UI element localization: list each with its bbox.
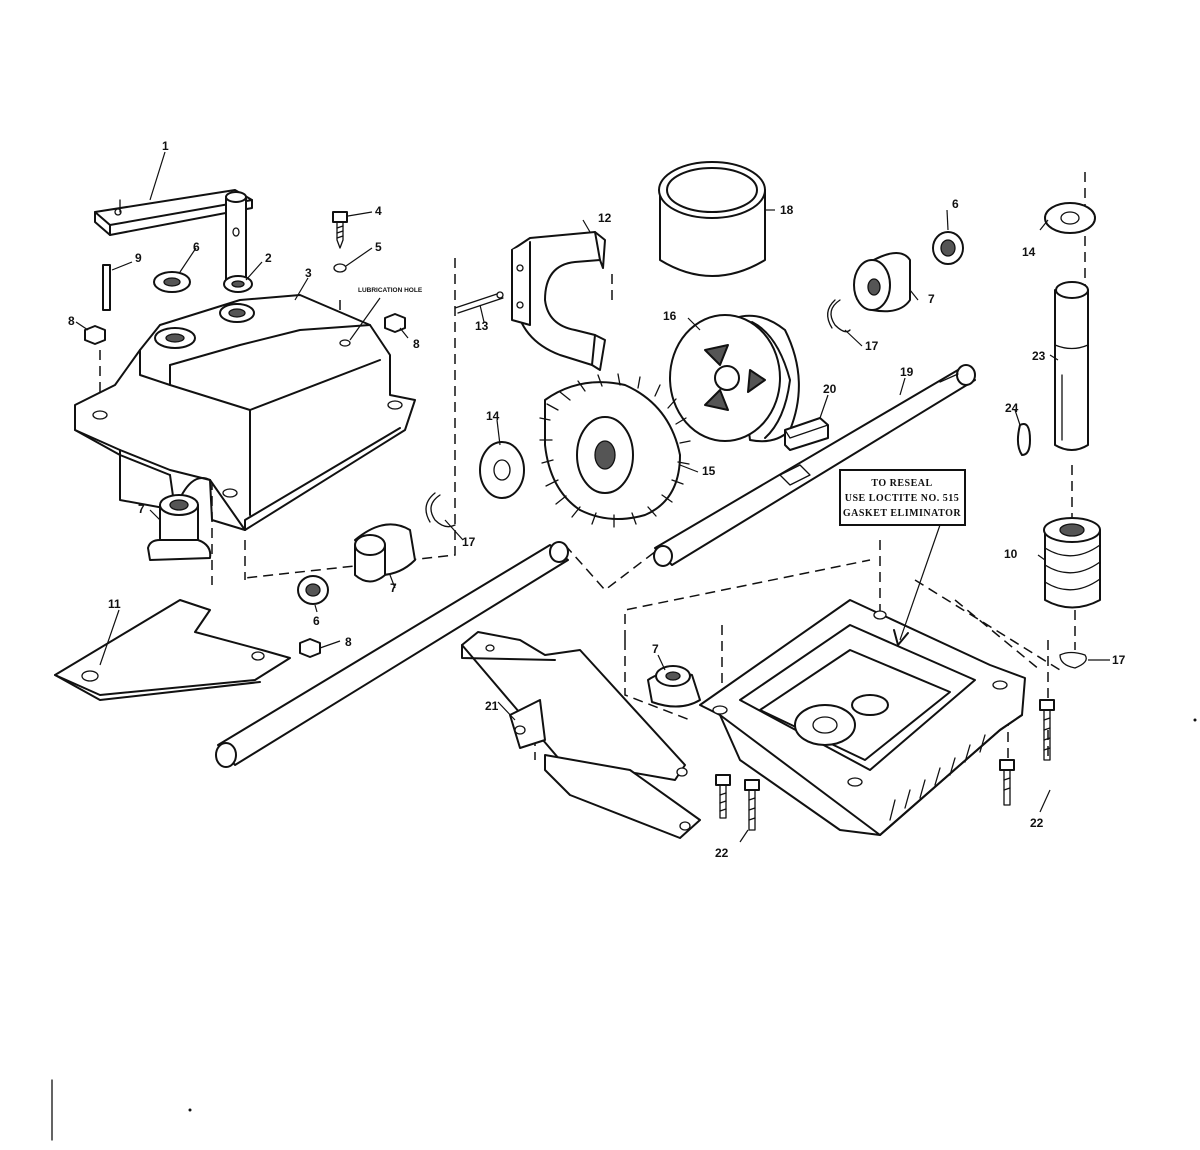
callout-7-lower: 7 (652, 642, 659, 656)
upper-hardware (84, 211, 406, 658)
lower-axle (215, 541, 569, 768)
callout-numbers: 1 2 3 4 5 6 6 6 7 7 7 7 8 8 8 9 10 11 12… (68, 139, 1126, 860)
part-18-sleeve (658, 161, 766, 277)
callout-9: 9 (135, 251, 142, 265)
callout-7-left: 7 (138, 502, 145, 516)
callout-4: 4 (375, 204, 382, 218)
part-1-link-plate (94, 189, 253, 286)
part-19-shaft (653, 364, 976, 567)
callout-14-mid: 14 (486, 409, 500, 423)
part-12-shift-fork (454, 231, 606, 371)
callout-20: 20 (823, 382, 837, 396)
part-3-upper-housing (74, 294, 416, 531)
part-21-lower-bracket (461, 631, 701, 839)
callout-17-lower: 17 (1112, 653, 1126, 667)
callout-13: 13 (475, 319, 489, 333)
callout-11: 11 (108, 597, 121, 611)
pulley-hardware (827, 231, 964, 333)
leader-lines (75, 151, 1110, 843)
callout-22-left: 22 (715, 846, 729, 860)
note-line-3: GASKET ELIMINATOR (843, 508, 962, 519)
callout-22-right: 22 (1030, 816, 1044, 830)
part-11-bracket (54, 599, 291, 701)
left-hardware (147, 492, 456, 605)
callout-23: 23 (1032, 349, 1046, 363)
callout-7-mid: 7 (390, 581, 397, 595)
callout-6-left: 6 (313, 614, 320, 628)
callout-7-right: 7 (928, 292, 935, 306)
note-line-1: TO RESEAL (871, 478, 932, 489)
lower-housing (699, 599, 1026, 836)
worm-assembly (1016, 202, 1101, 669)
part-16-pulley (669, 314, 800, 443)
callout-24: 24 (1005, 401, 1019, 415)
callout-12: 12 (598, 211, 612, 225)
callout-15: 15 (702, 464, 716, 478)
callout-10: 10 (1004, 547, 1018, 561)
callout-1: 1 (162, 139, 169, 153)
part-15-gear (479, 373, 691, 528)
callout-3: 3 (305, 266, 312, 280)
lubrication-hole-text: LUBRICATION HOLE (358, 287, 423, 294)
callout-8-right: 8 (413, 337, 420, 351)
callout-19: 19 (900, 365, 914, 379)
callout-6-top: 6 (193, 240, 200, 254)
callout-14-right: 14 (1022, 245, 1036, 259)
callout-18: 18 (780, 203, 794, 217)
callout-6-right: 6 (952, 197, 959, 211)
callout-8-lower: 8 (345, 635, 352, 649)
callout-2: 2 (265, 251, 272, 265)
callout-17-left: 17 (462, 535, 476, 549)
lubrication-hole-label: LUBRICATION HOLE (349, 287, 423, 341)
lower-bushing (647, 665, 701, 708)
callout-5: 5 (375, 240, 382, 254)
callout-16: 16 (663, 309, 677, 323)
reseal-note-box: TO RESEAL USE LOCTITE NO. 515 GASKET ELI… (839, 469, 966, 646)
callout-17-right: 17 (865, 339, 879, 353)
callout-21: 21 (485, 699, 499, 713)
note-line-2: USE LOCTITE NO. 515 (845, 493, 960, 504)
screws-22 (715, 699, 1055, 831)
callout-8-left: 8 (68, 314, 75, 328)
scan-marks (51, 718, 1197, 1141)
